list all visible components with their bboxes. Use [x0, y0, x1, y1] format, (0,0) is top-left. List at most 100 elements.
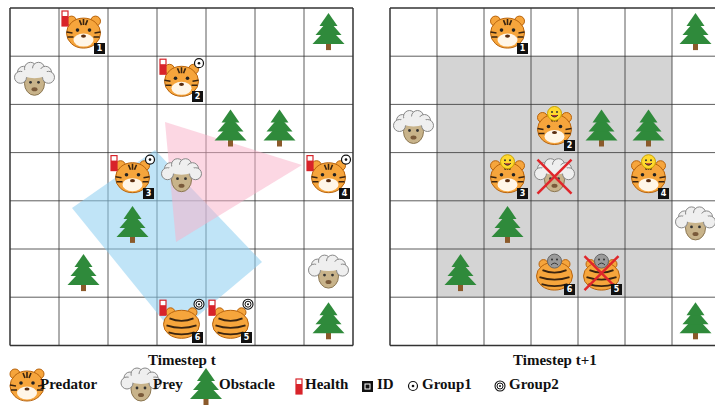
mood-eye — [556, 111, 558, 113]
tiger-nose — [25, 387, 30, 390]
tiger-stripes — [10, 385, 44, 390]
sheep-eye — [323, 274, 326, 277]
agent-id: 6 — [192, 332, 203, 343]
tiger-nose — [326, 179, 331, 182]
observation-region — [437, 56, 672, 297]
tiger-stripes — [129, 164, 137, 170]
tiger-eye — [333, 173, 337, 177]
tree-foliage — [124, 206, 142, 219]
sheep-eye — [37, 81, 40, 84]
tiger-eye — [653, 173, 657, 177]
eliminated-cross — [538, 160, 572, 194]
tiger-stripes — [491, 32, 525, 37]
grid-line — [578, 8, 579, 345]
sheep-wool — [316, 261, 342, 271]
tree-foliage — [593, 110, 611, 123]
tiger-stripes — [491, 177, 525, 182]
health-fill — [209, 305, 215, 315]
tiger-muzzle — [17, 387, 37, 400]
health-bar — [111, 156, 117, 171]
legend-text: Group2 — [509, 376, 559, 393]
mood-face — [501, 155, 515, 169]
agent-id: 4 — [339, 188, 350, 199]
tiger-muzzle — [498, 34, 518, 47]
tree-foliage — [687, 13, 705, 26]
grid-line — [352, 8, 354, 345]
tiger-eye — [174, 77, 178, 81]
agent-id: 6 — [564, 284, 575, 295]
agent-id: 5 — [611, 284, 622, 295]
mood-mouth — [551, 115, 558, 117]
tiger-stripes — [504, 19, 512, 25]
grid-line — [531, 8, 532, 345]
sheep-eye — [416, 129, 419, 132]
panel-title: Timestep t+1 — [513, 352, 597, 369]
health-bar — [296, 379, 302, 394]
mood-mouth — [598, 263, 605, 265]
group1-marker — [146, 155, 155, 164]
mood-eye — [598, 259, 600, 261]
mood-eye — [509, 159, 511, 161]
tiger-eye — [547, 125, 551, 129]
tree-foliage — [452, 254, 470, 267]
mood-face — [642, 155, 656, 169]
tiger-muzzle — [545, 130, 565, 143]
tiger-eye — [137, 173, 141, 177]
sheep-eye — [184, 177, 187, 180]
group1-marker — [412, 385, 415, 388]
group2-marker — [495, 381, 505, 391]
grid-line — [389, 8, 391, 345]
mood-eye — [504, 159, 506, 161]
grid-line — [625, 8, 626, 345]
tiger-stripes — [325, 164, 333, 170]
tiger-eye — [125, 173, 129, 177]
legend-text: ID — [377, 376, 394, 393]
sheep-nose — [411, 136, 417, 140]
group1-marker — [345, 158, 348, 161]
health-fill — [296, 384, 302, 394]
group2-marker — [198, 303, 200, 305]
tiger-head — [10, 371, 44, 401]
group1-marker — [342, 155, 351, 164]
tiger-nose — [646, 179, 651, 182]
sheep-nose — [138, 393, 144, 397]
group2-marker — [243, 299, 253, 309]
health-fill — [160, 305, 166, 315]
mood-face — [595, 254, 609, 268]
tiger-stripes — [116, 177, 150, 182]
tiger-stripes — [80, 19, 88, 25]
grid-line — [390, 345, 715, 347]
grid-line — [390, 7, 715, 9]
sheep-wool — [169, 165, 195, 175]
mood-eye — [551, 259, 553, 261]
health-bar — [160, 300, 166, 315]
health-fill — [111, 161, 117, 171]
group1-marker — [195, 59, 204, 68]
tiger-stripes — [632, 177, 666, 182]
tiger-eye — [19, 381, 23, 385]
grid-line — [10, 56, 353, 57]
health-bar — [307, 156, 313, 171]
group2-marker — [499, 385, 501, 387]
grid-line — [390, 297, 715, 298]
tree-foliage — [687, 302, 705, 315]
sheep-nose — [326, 280, 332, 284]
tree-foliage — [75, 254, 93, 267]
sheep-wool — [401, 117, 427, 127]
grid-line — [672, 8, 673, 345]
agent-id: 2 — [564, 140, 575, 151]
health-fill — [307, 161, 313, 171]
health-bar — [160, 59, 166, 74]
grid-line — [437, 8, 438, 345]
grid-line — [390, 152, 715, 153]
grid-line — [10, 345, 353, 347]
tiger-stripes — [312, 177, 346, 182]
group2-marker — [497, 383, 503, 389]
id-icon — [365, 384, 370, 389]
tiger-nose — [81, 35, 86, 38]
grid-line — [10, 104, 353, 105]
grid-line — [390, 56, 715, 57]
sheep-eye — [176, 177, 179, 180]
tree-foliage — [222, 110, 240, 123]
tiger-muzzle — [319, 178, 339, 191]
